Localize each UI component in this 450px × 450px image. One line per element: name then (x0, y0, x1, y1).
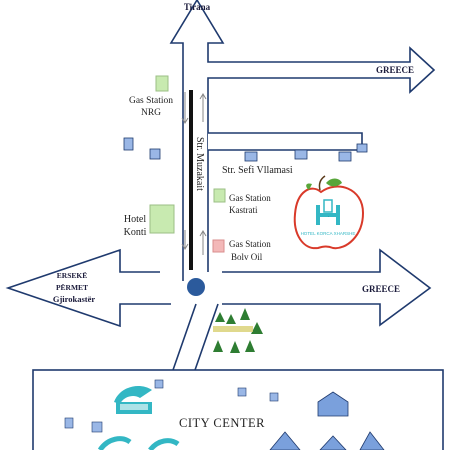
building-icon (64, 379, 385, 450)
road-south (172, 303, 219, 371)
direction-tirana: Tirana (184, 2, 211, 12)
flow-arrow-icon (181, 92, 207, 255)
direction-permet: PËRMET (56, 283, 88, 292)
city-center-area (32, 369, 444, 450)
tree-icon (213, 308, 263, 353)
road-north-arrow (169, 0, 436, 281)
street-sefi-vllamasi: Str. Sefi Vllamasi (222, 165, 293, 176)
gas-kastrati-marker (213, 188, 226, 203)
street-muzakait: Str. Muzakait (194, 137, 205, 191)
direction-ersek: ERSEKË (57, 271, 87, 280)
gas-bolv-label-1: Gas Station (229, 239, 271, 249)
gas-bolv-label-2: Bolv Oil (231, 252, 263, 262)
hotel-logo-name: HOTEL KORCA XHARSHE (301, 231, 356, 236)
city-center-label: CITY CENTER (179, 416, 265, 430)
roundabout-icon (187, 278, 205, 296)
hotel-konti-label-1: Hotel (124, 214, 146, 225)
gas-nrg-marker (155, 75, 169, 92)
gas-kastrati-label-2: Kastrati (229, 205, 258, 215)
apple-logo-icon (293, 175, 365, 250)
road-sefi-vllamasi (208, 132, 363, 151)
building-icon (123, 137, 368, 162)
gas-bolv-marker (212, 239, 225, 253)
hotel-konti-marker (149, 204, 175, 234)
direction-gjirokaster: Gjirokastër (53, 294, 96, 304)
gas-nrg-label-2: NRG (141, 108, 161, 118)
hotel-konti-label-2: Konti (124, 227, 147, 238)
direction-greece-top: GREECE (376, 65, 414, 75)
gas-nrg-label-1: Gas Station (129, 96, 173, 106)
direction-greece-middle: GREECE (362, 284, 400, 294)
road-cross-east-west (5, 248, 432, 328)
hotel-logo-letter: H (328, 216, 329, 218)
gas-kastrati-label-1: Gas Station (229, 193, 271, 203)
